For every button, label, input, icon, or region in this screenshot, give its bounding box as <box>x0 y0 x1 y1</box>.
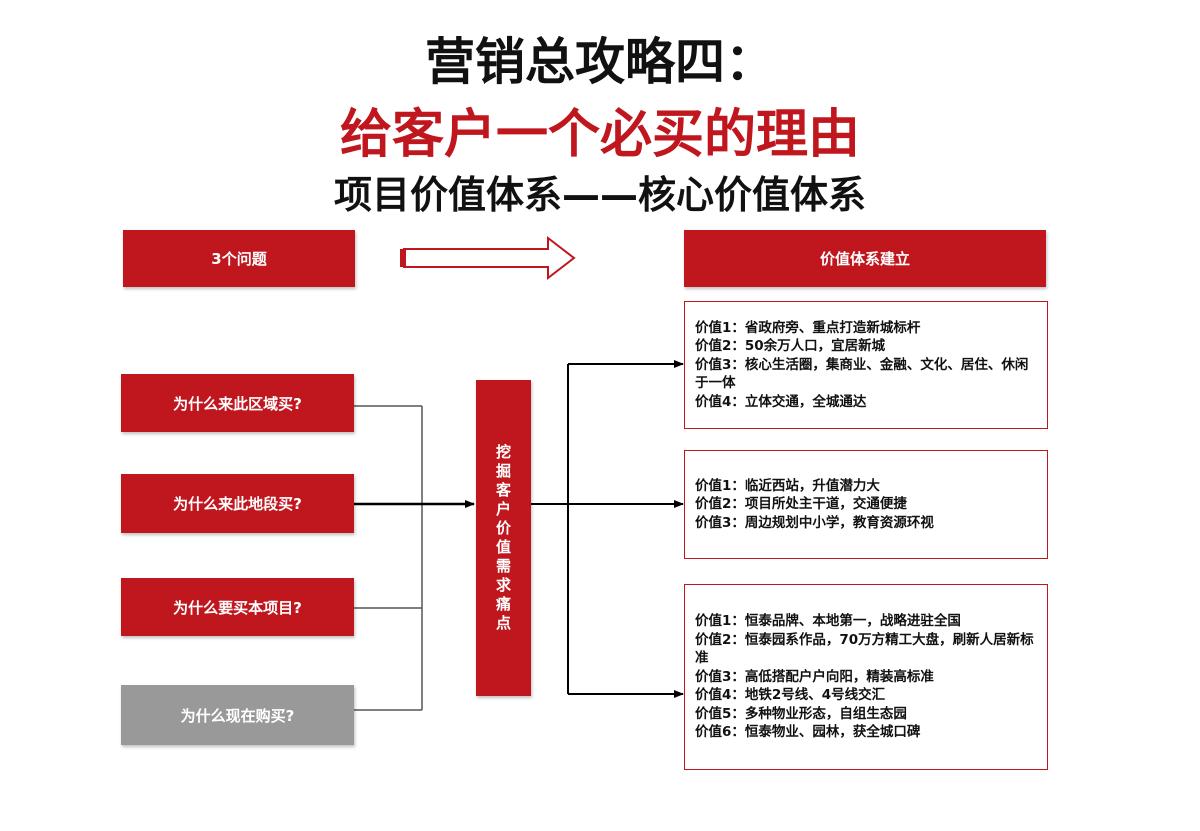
value-group-location: 价值1：临近西站，升值潜力大 价值2：项目所处主干道，交通便捷 价值3：周边规划… <box>684 450 1048 559</box>
value-line: 价值1：临近西站，升值潜力大 <box>695 477 880 494</box>
question-connectors <box>354 405 423 711</box>
section-title: 项目价值体系——核心价值体系 <box>333 173 866 217</box>
value-line: 价值3：核心生活圈，集商业、金融、文化、居住、休闲于一体 <box>695 356 1029 392</box>
value-line: 价值2：恒泰园系作品，70万方精工大盘，刷新人居新标准 <box>695 631 1034 667</box>
value-line: 价值3：周边规划中小学，教育资源环视 <box>695 514 934 531</box>
value-connectors <box>531 360 684 698</box>
question-timing: 为什么现在购买? <box>121 685 354 745</box>
value-group-project: 价值1：恒泰品牌、本地第一，战略进驻全国 价值2：恒泰园系作品，70万方精工大盘… <box>684 584 1048 770</box>
page-subtitle: 给客户一个必买的理由 <box>339 105 860 165</box>
value-line: 价值5：多种物业形态，自组生态园 <box>695 705 907 722</box>
questions-header: 3个问题 <box>123 230 355 287</box>
question-location: 为什么来此地段买? <box>121 474 354 533</box>
value-line: 价值1：恒泰品牌、本地第一，战略进驻全国 <box>695 613 961 630</box>
value-line: 价值4：地铁2号线、4号线交汇 <box>695 687 886 704</box>
question-region: 为什么来此区域买? <box>121 374 354 432</box>
value-line: 价值6：恒泰物业、园林，获全城口碑 <box>695 724 921 741</box>
center-box-label: 挖掘客户价值需求痛点 <box>495 443 511 632</box>
value-system-header: 价值体系建立 <box>684 230 1046 287</box>
hollow-arrow-icon <box>400 235 576 281</box>
value-group-region: 价值1：省政府旁、重点打造新城标杆 价值2：50余万人口，宜居新城 价值3：核心… <box>684 301 1048 429</box>
value-line: 价值2：50余万人口，宜居新城 <box>695 338 886 355</box>
customer-pain-point-box: 挖掘客户价值需求痛点 <box>476 380 531 696</box>
question-project: 为什么要买本项目? <box>121 578 354 636</box>
value-line: 价值3：高低搭配户户向阳，精装高标准 <box>695 668 934 685</box>
value-line: 价值2：项目所处主干道，交通便捷 <box>695 496 907 513</box>
page-title: 营销总攻略四： <box>425 33 775 91</box>
value-line: 价值1：省政府旁、重点打造新城标杆 <box>695 319 921 336</box>
value-line: 价值4：立体交通，全城通达 <box>695 393 867 410</box>
